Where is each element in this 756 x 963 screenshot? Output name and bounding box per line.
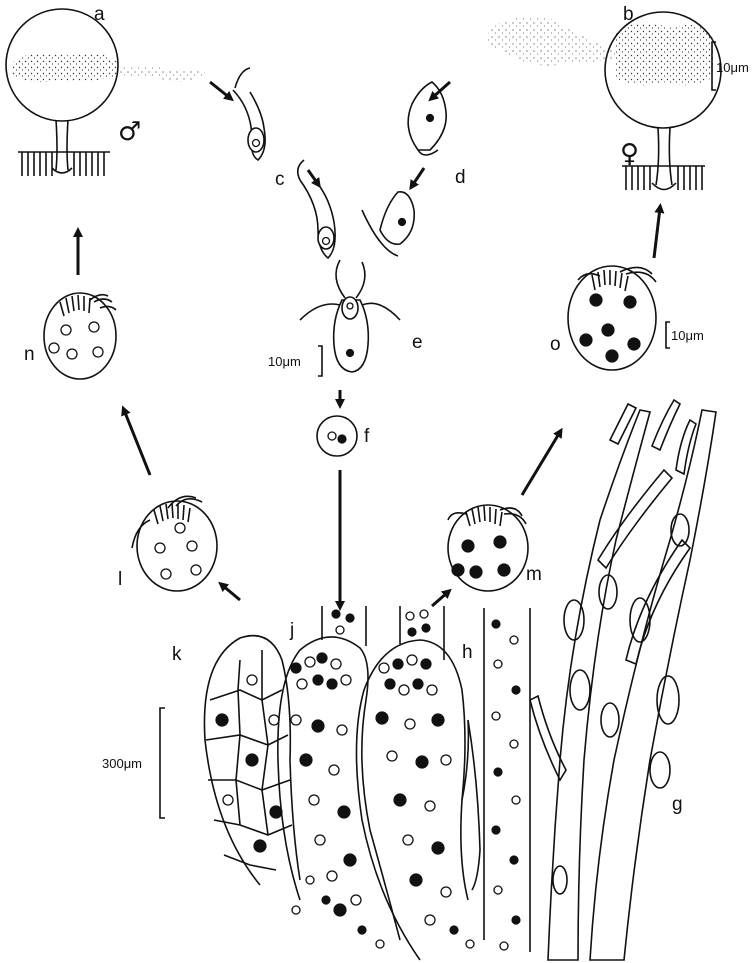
female-zoospore-m: m — [448, 505, 542, 591]
label-c: c — [275, 169, 285, 190]
branched-thallus-g: g — [530, 400, 716, 960]
colony-section: k j — [102, 606, 530, 960]
male-zoospore-l: l — [118, 496, 217, 591]
arrow-colony-to-l — [222, 585, 240, 600]
scale-label-o: 10μm — [671, 328, 704, 343]
female-zoospore-o: o 10μm — [550, 266, 704, 370]
arrow-a-to-c — [210, 82, 230, 98]
male-gametangium-a: a ♂ — [6, 4, 205, 176]
label-l: l — [118, 569, 122, 590]
scale-label-colony: 300μm — [102, 756, 142, 771]
male-symbol: ♂ — [118, 117, 141, 147]
sac-k: k — [172, 636, 300, 885]
zygote-e: e 10μm — [268, 260, 423, 376]
arrow-o-to-b — [654, 208, 660, 258]
female-symbol: ♀ — [620, 139, 639, 169]
label-d: d — [455, 167, 466, 188]
label-g: g — [672, 794, 683, 815]
arrow-colony-to-m — [432, 592, 448, 606]
sac-h: h — [356, 640, 480, 960]
label-a: a — [94, 4, 105, 25]
cyst-f: f — [317, 416, 370, 456]
arrow-d-down — [412, 168, 424, 186]
female-gamete-d: d — [362, 82, 466, 256]
female-base-hairs — [622, 166, 705, 190]
scale-bar-colony: 300μm — [102, 708, 165, 818]
scale-bar-e: 10μm — [268, 346, 322, 376]
arrow-m-to-o — [522, 432, 560, 495]
label-m: m — [526, 564, 542, 585]
tube-3 — [484, 608, 530, 952]
scale-bar-o: 10μm — [666, 322, 704, 348]
tube-2 — [400, 606, 444, 660]
male-gamete-c: c — [233, 68, 335, 258]
label-k: k — [172, 644, 182, 665]
label-h: h — [462, 642, 473, 663]
label-o: o — [550, 334, 561, 355]
scale-label-e: 10μm — [268, 354, 301, 369]
label-b: b — [623, 4, 634, 25]
label-f: f — [364, 426, 370, 447]
label-n: n — [24, 344, 35, 365]
scale-label-b: 10μm — [716, 60, 749, 75]
arrow-l-to-n — [124, 410, 150, 475]
label-e: e — [412, 332, 423, 353]
label-j: j — [289, 620, 294, 641]
male-zoospore-n: n — [24, 293, 116, 379]
female-gametangium-b: b ♀ 10μm — [485, 4, 749, 190]
arrow-c-down-1 — [308, 170, 318, 184]
